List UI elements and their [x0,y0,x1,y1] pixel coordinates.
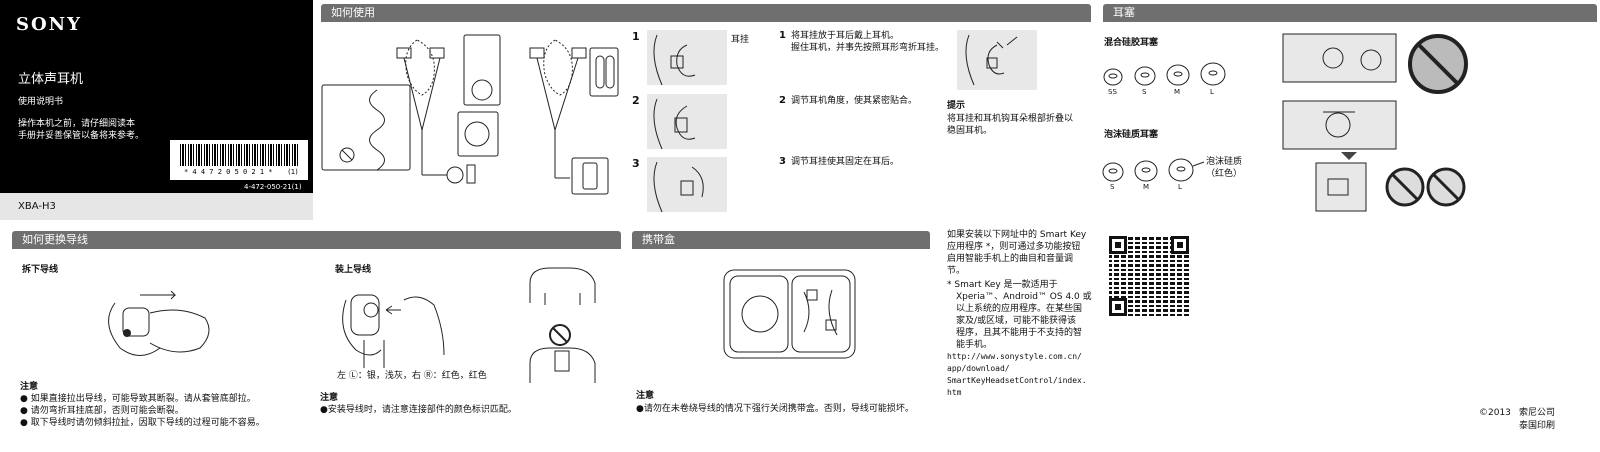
step-number-2: 2 [632,94,640,107]
hint-line1: 将耳挂和耳机钩耳朵根部折叠以 [947,114,1074,124]
attach-cord-illustration [342,294,445,368]
smartkey-intro-line3: 启用智能手机上的曲目和音量调 [947,254,1074,264]
foam-earbuds-title: 泡沫硅质耳塞 [1104,130,1159,140]
read-notice-line2: 手册并妥善保管以备将来参考。 [18,131,145,141]
barcode-text: * 4 4 7 2 0 5 0 2 1 * [184,168,273,176]
section-header-replace-cord: 如何更换导线 [12,231,621,249]
step-number-1: 1 [632,30,640,43]
step2-number-text: 2 [779,95,786,106]
replace-note-3: ● 取下导线时请勿倾斜拉扯，因取下导线的过程可能不容易。 [20,418,265,428]
smartkey-intro-line2: 应用程序 *，则可通过多功能按钮 [947,242,1081,252]
company-name: 索尼公司 [1519,408,1556,418]
remove-cord-title: 拆下导线 [22,265,59,275]
smartkey-url-line1[interactable]: http://www.sonystyle.com.cn/ [947,352,1082,361]
replace-note-title: 注意 [20,382,39,392]
ear-hanger-callout: 耳挂 [731,35,750,45]
hybrid-size-m: M [1174,88,1181,96]
hybrid-earbuds-title: 混合硅胶耳塞 [1104,38,1159,48]
printed-in: 泰国印刷 [1519,421,1556,431]
attach-note-title: 注意 [320,393,339,403]
hint-line2: 稳固耳机。 [947,126,993,136]
qr-finder-bl [1109,298,1127,316]
hint-illustration [957,30,1037,90]
sony-logo: SONY [16,14,82,35]
hybrid-size-ss: SS [1108,88,1117,96]
step1-number-text: 1 [779,30,786,41]
foam-earbud-sizes [1102,158,1205,182]
smartkey-foot-line2: Xperia™、Android™ OS 4.0 或 [956,292,1092,302]
step1-line1: 将耳挂放于耳后戴上耳机。 [791,31,900,41]
cord-bend-diagrams [529,267,596,383]
hybrid-earbud-sizes [1103,62,1226,86]
replace-note-2-text: 请勿弯折耳挂底部，否则可能会断裂。 [30,406,184,416]
attach-note-text: 安装导线时，请注意连接部件的颜色标识匹配。 [327,405,517,415]
step3-illustration [647,157,727,213]
wearing-diagram-right [529,39,619,195]
attach-cord-title: 装上导线 [335,265,372,275]
hybrid-size-s: S [1142,88,1147,96]
wearing-diagram-left [321,34,501,184]
smartkey-foot-line6: 能手机。 [956,340,993,350]
foam-callout-line2: （红色） [1206,169,1243,179]
carry-note-title: 注意 [636,391,655,401]
barcode-suffix: (1) [288,168,298,176]
product-title: 立体声耳机 [18,72,84,87]
attach-note: ●安装导线时，请注意连接部件的颜色标识匹配。 [320,405,517,415]
copyright: ©2013 [1479,408,1511,418]
qr-finder-tr [1171,236,1189,254]
smartkey-foot-line1: * Smart Key 是一款适用于 [947,280,1058,290]
manual-label: 使用说明书 [18,97,64,107]
hybrid-size-l: L [1210,88,1214,96]
step3-number-text: 3 [779,156,786,167]
qr-finder-tl [1109,236,1127,254]
qr-code[interactable] [1109,236,1189,316]
section-header-carry-case: 携带盒 [632,231,930,249]
earbud-attach-diagrams [1282,33,1468,212]
foam-size-l: L [1178,183,1182,191]
smartkey-url-line3[interactable]: SmartKeyHeadsetControl/index. [947,376,1087,385]
replace-note-2: ● 请勿弯折耳挂底部，否则可能会断裂。 [20,406,184,416]
smartkey-url-line2[interactable]: app/download/ [947,364,1010,373]
step2-illustration [647,94,727,150]
step2-text: 调节耳机角度，使其紧密贴合。 [791,96,918,106]
step-number-3: 3 [632,157,640,170]
replace-note-1-text: 如果直接拉出导线，可能导致其断裂。请从套管底部拉。 [30,394,256,404]
replace-note-1: ● 如果直接拉出导线，可能导致其断裂。请从套管底部拉。 [20,394,256,404]
carry-note: ●请勿在未卷绕导线的情况下强行关闭携带盒。否则，导线可能损坏。 [636,404,914,414]
smartkey-foot-line5: 程序，且其不能用于不支持的智 [956,328,1083,338]
smartkey-intro-line1: 如果安装以下网址中的 Smart Key [947,230,1087,240]
remove-cord-illustration [108,290,210,356]
step1-illustration [647,30,727,86]
part-number: 4-472-050-21(1) [244,183,302,191]
smartkey-foot-line3: 以上系统的应用程序。在某些国 [956,304,1083,314]
smartkey-intro-line4: 节。 [947,266,966,276]
foam-size-s: S [1110,183,1115,191]
section-header-earbuds: 耳塞 [1103,4,1597,22]
barcode-stripes [180,144,298,166]
hint-title: 提示 [947,101,966,111]
section-header-how-to-use: 如何使用 [321,4,1091,22]
cover-panel: SONY 立体声耳机 使用说明书 操作本机之前，请仔细阅读本 手册并妥善保管以备… [0,0,313,193]
carry-note-text: 请勿在未卷绕导线的情况下强行关闭携带盒。否则，导线可能损坏。 [643,404,914,414]
replace-note-3-text: 取下导线时请勿倾斜拉扯，因取下导线的过程可能不容易。 [30,418,265,428]
step1-line2: 握住耳机，并事先按照耳形弯折耳挂。 [791,43,945,53]
carry-case-illustration [723,269,856,359]
smartkey-url-line4[interactable]: htm [947,388,962,397]
step3-text: 调节耳挂使其固定在耳后。 [791,157,900,167]
attach-color-note: 左 Ⓛ：银，浅灰，右 Ⓡ：红色，红色 [337,371,487,381]
barcode-box: * 4 4 7 2 0 5 0 2 1 * (1) [170,140,308,180]
smartkey-foot-line4: 家及/或区域，可能不能获得该 [956,316,1077,326]
foam-size-m: M [1143,183,1150,191]
model-number: XBA-H3 [18,201,56,212]
foam-callout-line1: 泡沫硅质 [1206,157,1243,167]
model-bar: XBA-H3 [0,193,313,220]
read-notice-line1: 操作本机之前，请仔细阅读本 [18,119,136,129]
